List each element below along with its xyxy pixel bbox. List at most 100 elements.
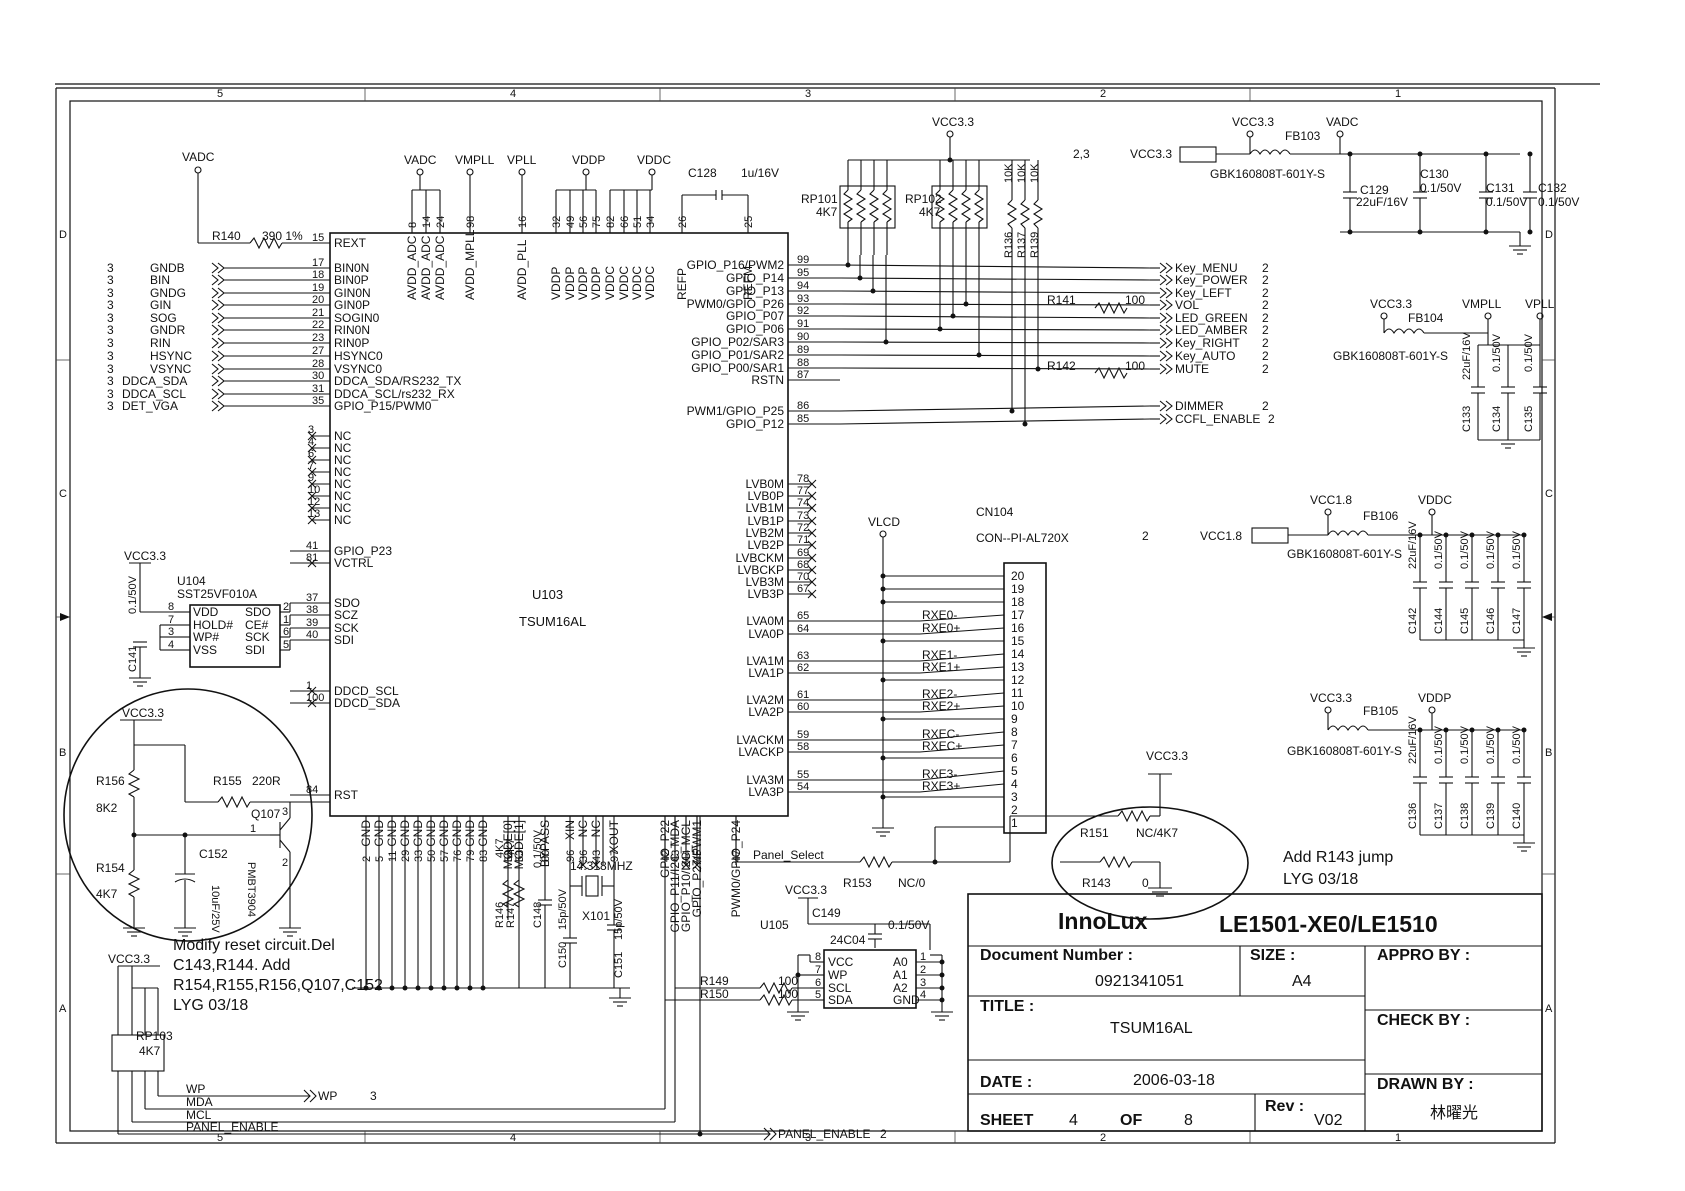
input-net-sheet: 3: [107, 298, 114, 312]
c132-value: 0.1/50V: [1538, 195, 1579, 209]
pin-name: RIN0P: [334, 336, 369, 350]
c131-value: 0.1/50V: [1486, 195, 1527, 209]
capacitor-value: 0.1/50V: [1511, 725, 1523, 764]
drawn-label: DRAWN BY :: [1377, 1076, 1474, 1093]
frame-row-label: D: [59, 229, 67, 241]
title-value: TSUM16AL: [1110, 1020, 1193, 1037]
pin-name: VDDC: [603, 266, 617, 300]
pin-name: LVA3P: [748, 785, 784, 799]
pin-name: NC: [334, 453, 352, 467]
r140-value: 390 1%: [262, 229, 303, 243]
c150-label: C150: [557, 942, 569, 968]
company-name: InnoLux: [1058, 908, 1148, 934]
sheet-frame: 5 4 3 2 1 5 4 3 2 1 D C B A D C B A: [55, 83, 1600, 1144]
connector-pin-number: 14: [1011, 647, 1025, 661]
capacitor-value: 0.1/50V: [1485, 725, 1497, 764]
panel-enable-net: PANEL_ENABLE: [778, 1127, 871, 1141]
pin-number: 17: [312, 257, 324, 269]
capacitor-value: 22uF/16V: [1461, 332, 1473, 380]
frame-row-label: A: [59, 1003, 67, 1015]
pin-name: NC: [334, 477, 352, 491]
pin-name: LVA0P: [748, 627, 784, 641]
input-net-name: BIN: [150, 273, 170, 287]
pin-name: LVACKM: [736, 733, 784, 747]
panel-enable-net: PANEL_ENABLE: [186, 1120, 279, 1134]
doc-number-label: Document Number :: [980, 947, 1133, 964]
pin-number: 93: [797, 293, 809, 305]
lvds-net-name: RXE1-: [922, 648, 957, 662]
pin-number: 54: [797, 781, 809, 793]
pin-number: 66: [619, 216, 631, 228]
c150-value: 15p/50V: [557, 888, 569, 930]
r141-value: 100: [1125, 293, 1145, 307]
rail-vmpll-label: VMPLL: [455, 153, 495, 167]
pin-number: 33: [413, 850, 425, 862]
pin-number: 5: [374, 856, 386, 862]
lvds-net-name: RXE1+: [922, 660, 960, 674]
pin-number: 64: [797, 623, 809, 635]
pin-name: LVA3M: [746, 773, 784, 787]
rail-vadc-label: VADC: [404, 153, 437, 167]
frame-row-label: C: [1545, 488, 1553, 500]
r139-label: R139: [1029, 232, 1041, 258]
size-value: A4: [1292, 973, 1312, 990]
fb105-label: FB105: [1363, 704, 1399, 718]
capacitor-label: C136: [1407, 803, 1419, 829]
pin-number: 72: [797, 522, 809, 534]
pin-number: 2: [283, 601, 289, 613]
pin-name: LVB1P: [748, 514, 784, 528]
r149-value: 100: [778, 974, 798, 988]
output-net-sheet: 2: [1262, 311, 1269, 325]
pin-number: 9: [308, 472, 314, 484]
pin-name: REFP: [675, 268, 689, 300]
pin-name: GPIO_P06: [726, 322, 784, 336]
pin-name: VDDP: [563, 267, 577, 300]
capacitor-label: C145: [1459, 608, 1471, 634]
pin-name: NC: [334, 513, 352, 527]
date-label: DATE :: [980, 1074, 1032, 1091]
c149-label: C149: [812, 906, 841, 920]
lvds-net-name: RXE0+: [922, 621, 960, 635]
pin-number: 31: [312, 383, 324, 395]
rail-vcc33-label: VCC3.3: [932, 115, 974, 129]
output-net-name: Key_LEFT: [1175, 286, 1232, 300]
pin-number: 24: [435, 216, 447, 228]
frame-row-label: A: [1545, 1003, 1553, 1015]
r155-label: R155: [213, 774, 242, 788]
pin-name: LVB0P: [748, 489, 784, 503]
frame-col-label: 5: [217, 88, 223, 100]
pin-number: 8: [407, 222, 419, 228]
pin-number: 1: [306, 680, 312, 692]
title-block: InnoLux LE1501-XE0/LE1510 Document Numbe…: [967, 893, 1543, 1132]
pin-number: 82: [605, 216, 617, 228]
pin-number: 38: [306, 604, 318, 616]
drawn-by: 林曜光: [1430, 1104, 1478, 1122]
pin-number: 4: [308, 436, 314, 448]
pin-number: 70: [797, 571, 809, 583]
panel-enable-sheet: 2: [880, 1127, 887, 1141]
frame-col-label: 4: [510, 88, 516, 100]
pin-number: 21: [312, 307, 324, 319]
u104-part: SST25VF010A: [177, 587, 257, 601]
r137-label: R137: [1016, 232, 1028, 258]
ferrite-part: GBK160808T-601Y-S: [1287, 547, 1402, 561]
capacitor-value: 22uF/16V: [1407, 521, 1419, 569]
capacitor-value: 0.1/50V: [1511, 530, 1523, 569]
c130-label: C130: [1420, 167, 1449, 181]
rp103-value: 4K7: [139, 1044, 161, 1058]
lvds-net-name: RXE3+: [922, 779, 960, 793]
input-net-name: DDCA_SDA: [122, 374, 187, 388]
connector-pin-number: 6: [1011, 751, 1018, 765]
wp-sheet: 3: [370, 1089, 377, 1103]
rail-vcc33-label: VCC3.3: [108, 952, 150, 966]
pin-number: 35: [312, 395, 324, 407]
pin-number: 95: [797, 267, 809, 279]
rail-vddp-label: VDDP: [1418, 691, 1451, 705]
pin-name: VSYNC0: [334, 362, 382, 376]
c149-value: 0.1/50V: [888, 918, 929, 932]
rail-vmpll-label: VMPLL: [1462, 297, 1502, 311]
x101-value: 14.318MHZ: [570, 859, 633, 873]
pin-name: SCK: [245, 630, 270, 644]
pin-number: 10: [308, 484, 320, 496]
